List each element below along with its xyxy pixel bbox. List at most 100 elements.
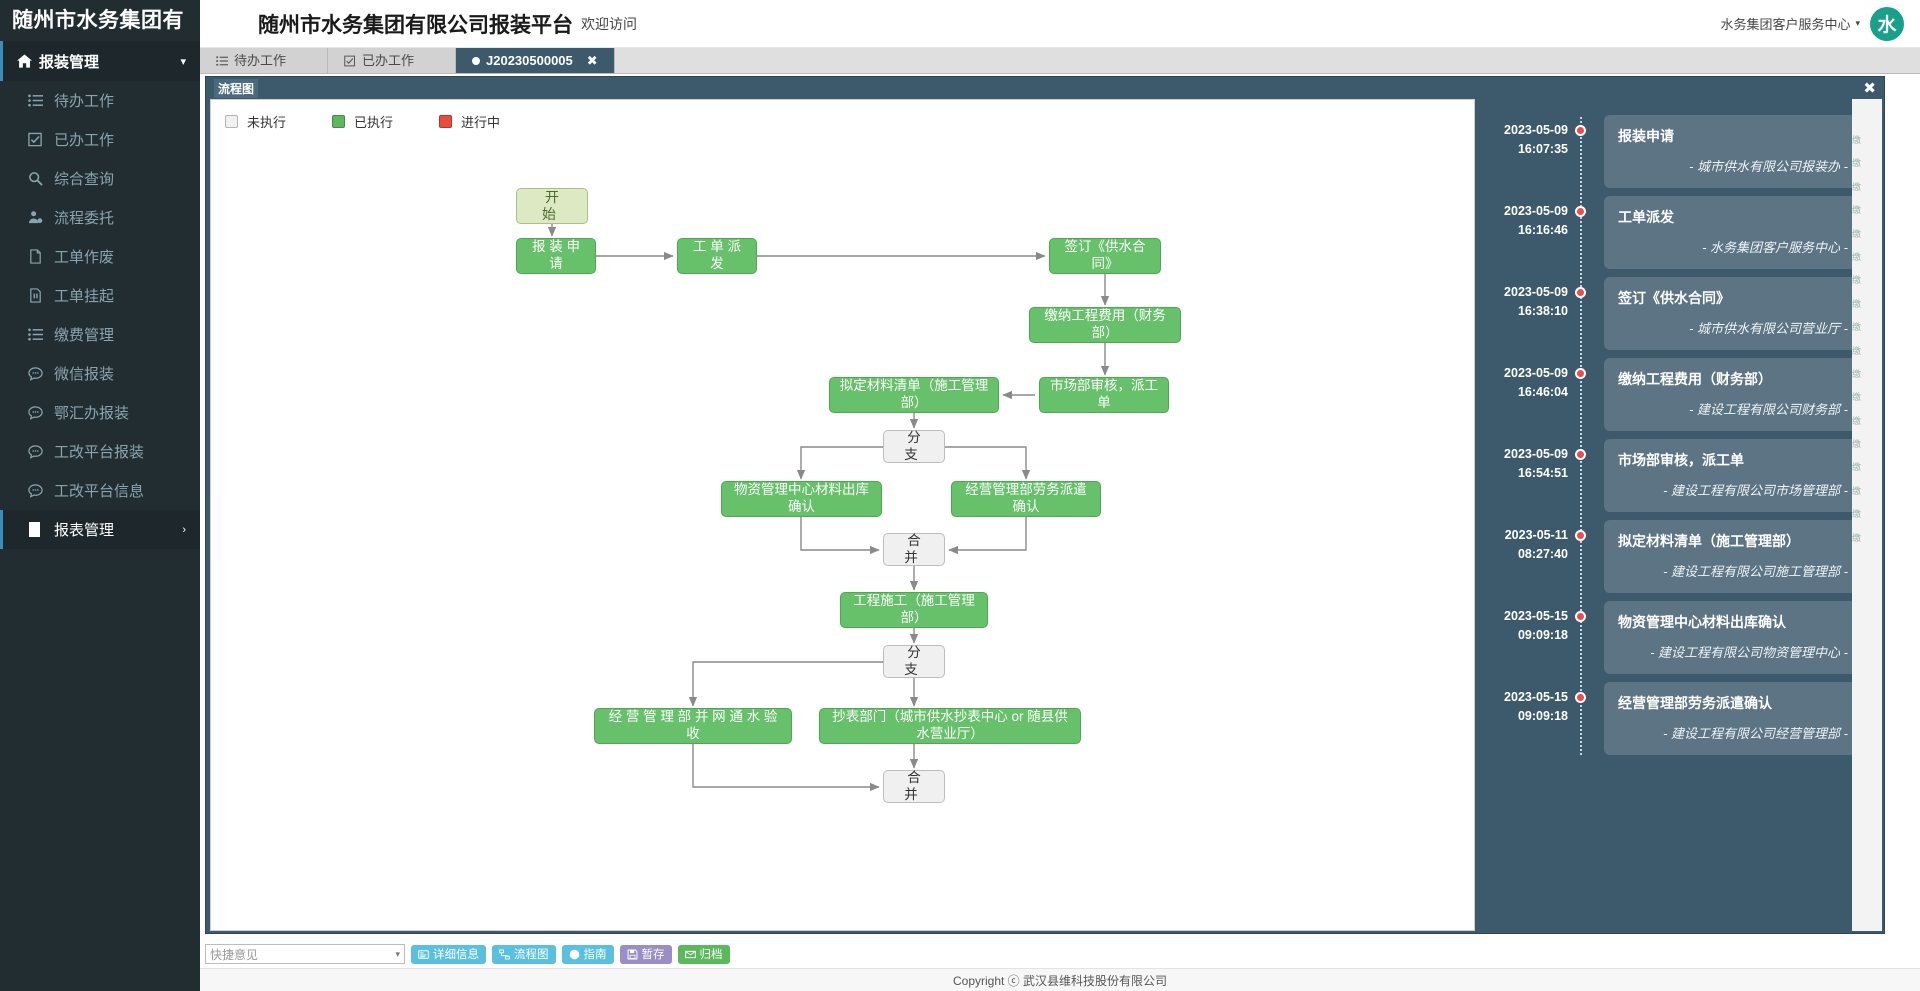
topbar: 随州市水务集团有限公司报装平台 欢迎访问 水务集团客户服务中心 ▾ 水 xyxy=(200,0,1920,48)
toolbar-buttons: 详细信息流程图 指南暂存 归档 xyxy=(405,944,730,964)
toolbar-button-4[interactable]: 暂存 xyxy=(619,944,672,964)
sidebar-item-5[interactable]: 工单作废 xyxy=(0,237,200,276)
timeline-card-org: - 水务集团客户服务中心 - xyxy=(1702,240,1848,255)
timeline-card-title: 工单派发 xyxy=(1618,209,1674,225)
timeline-card[interactable]: 报装申请- 城市供水有限公司报装办 - xyxy=(1604,115,1862,188)
flow-node-contract[interactable]: 签订《供水合同》 xyxy=(1049,238,1161,274)
close-icon[interactable]: ✖ xyxy=(586,53,598,68)
toolbar-button-label: 归档 xyxy=(699,949,723,961)
timeline-card[interactable]: 工单派发 - 水务集团客户服务中心 - xyxy=(1604,196,1862,269)
flow-node-labor[interactable]: 经营管理部劳务派遣确认 xyxy=(951,481,1101,517)
sidebar-item-label: 缴费管理 xyxy=(54,327,115,344)
ghost-line: 缴 xyxy=(1852,392,1862,403)
flow-node-label: 合 并 xyxy=(904,769,927,802)
toolbar-button-label: 指南 xyxy=(583,949,607,961)
flow-node-branch2[interactable]: 分 支 xyxy=(883,645,945,678)
flow-panel-header: 流程图 ✖ xyxy=(206,77,1884,99)
flow-node-matlist[interactable]: 拟定材料清单（施工管理部） xyxy=(829,377,999,413)
toolbar-button-2[interactable]: 流程图 xyxy=(492,944,556,964)
timeline-dot-icon xyxy=(1575,368,1586,379)
timeline-time: 09:09:18 xyxy=(1517,709,1568,724)
tab-3[interactable]: J20230500005 ✖ xyxy=(456,48,615,73)
avatar[interactable]: 水 xyxy=(1870,6,1904,41)
sidebar-item-4[interactable]: 流程委托 xyxy=(0,198,200,237)
flow-node-label: 开 始 xyxy=(542,188,565,223)
sidebar-item-label: 流程委托 xyxy=(54,210,115,227)
flow-node-build[interactable]: 工程施工（施工管理部） xyxy=(840,592,988,628)
timeline-time: 16:07:35 xyxy=(1517,142,1568,157)
sidebar-item-10[interactable]: 工改平台报装 xyxy=(0,432,200,471)
flow-node-meter[interactable]: 抄表部门（城市供水抄表中心 or 随县供水营业厅） xyxy=(819,708,1081,744)
flowchart-area: 未执行已执行进行中 xyxy=(210,99,1475,931)
flow-node-merge1[interactable]: 合 并 xyxy=(883,533,945,566)
sidebar-item-9[interactable]: 鄂汇办报装 xyxy=(0,393,200,432)
flow-icon xyxy=(499,949,510,960)
flow-node-apply[interactable]: 报 装 申 请 xyxy=(516,238,596,274)
sidebar-item-3[interactable]: 综合查询 xyxy=(0,159,200,198)
flow-node-start[interactable]: 开 始 xyxy=(516,188,588,224)
file-pause-icon xyxy=(28,288,54,303)
ghost-line: 缴 xyxy=(1852,275,1862,286)
toolbar-button-3[interactable]: 指南 xyxy=(561,944,614,964)
flow-node-label: 缴纳工程费用（财务部） xyxy=(1044,308,1166,340)
sidebar-item-label: 微信报装 xyxy=(54,366,115,383)
dot-icon xyxy=(472,56,480,65)
timeline-card[interactable]: 缴纳工程费用（财务部）- 建设工程有限公司财务部 - xyxy=(1604,358,1862,431)
ghost-line: 缴 xyxy=(1852,532,1862,543)
sidebar-item-label: 鄂汇办报装 xyxy=(54,405,130,422)
close-icon[interactable]: ✖ xyxy=(1863,80,1876,97)
timeline-card-title: 经营管理部劳务派遣确认 xyxy=(1618,695,1772,711)
brand-title: 随州市水务集团有 xyxy=(12,9,184,32)
flowchart-canvas: 开 始报 装 申 请 工 单 派 发 签订《供水合同》缴纳工程费用（财务部） 市场部审… xyxy=(211,100,1474,930)
flow-node-dispatch[interactable]: 工 单 派 发 xyxy=(677,238,757,274)
flow-panel-body: 未执行已执行进行中 xyxy=(210,99,1882,931)
flow-node-stock[interactable]: 物资管理中心材料出库确认 xyxy=(721,481,882,517)
sidebar-menu-header[interactable]: 报装管理 ▾ xyxy=(0,41,200,81)
home-icon xyxy=(17,54,39,68)
timeline-card[interactable]: 拟定材料清单（施工管理部）- 建设工程有限公司施工管理部 - xyxy=(1604,520,1862,593)
sidebar-item-reports[interactable]: 报表管理 › xyxy=(0,510,200,549)
sidebar-item-2[interactable]: 已办工作 xyxy=(0,120,200,159)
toolbar-button-5[interactable]: 归档 xyxy=(677,944,730,964)
flow-node-label: 报 装 申 请 xyxy=(531,239,580,271)
flow-node-label: 合 并 xyxy=(904,532,927,565)
timeline-date: 2023-05-11 xyxy=(1504,528,1568,542)
flow-node-fee[interactable]: 缴纳工程费用（财务部） xyxy=(1029,307,1181,343)
toolbar-button-1[interactable]: 详细信息 xyxy=(411,944,486,964)
flow-node-label: 经营管理部劳务派遣确认 xyxy=(965,482,1087,514)
quick-opinion-select[interactable]: 快捷意见 ▾ xyxy=(205,944,405,964)
flow-node-branch1[interactable]: 分 支 xyxy=(883,430,945,463)
flow-node-market[interactable]: 市场部审核，派工单 xyxy=(1039,377,1169,413)
chevron-down-icon[interactable]: ▾ xyxy=(1855,18,1860,28)
tab-label: J20230500005 xyxy=(486,53,573,68)
sidebar-item-6[interactable]: 工单挂起 xyxy=(0,276,200,315)
flow-node-merge2[interactable]: 合 并 xyxy=(883,770,945,803)
ghost-line: 缴 xyxy=(1852,228,1862,239)
tab-1[interactable]: 待办工作 xyxy=(200,48,328,73)
timeline-card[interactable]: 签订《供水合同》- 城市供水有限公司营业厅 - xyxy=(1604,277,1862,350)
timeline-card[interactable]: 物资管理中心材料出库确认- 建设工程有限公司物资管理中心 - xyxy=(1604,601,1862,674)
user-menu-label[interactable]: 水务集团客户服务中心 xyxy=(1720,17,1851,32)
sidebar-item-7[interactable]: 缴费管理 xyxy=(0,315,200,354)
flow-node-accept[interactable]: 经 营 管 理 部 并 网 通 水 验 收 xyxy=(594,708,792,744)
timeline-card[interactable]: 市场部审核，派工单- 建设工程有限公司市场管理部 - xyxy=(1604,439,1862,512)
background-ghost-column: 缴缴缴缴缴缴缴缴缴缴缴缴缴缴缴缴缴缴 xyxy=(1852,99,1882,931)
sidebar-item-1[interactable]: 待办工作 xyxy=(0,81,200,120)
timeline-card[interactable]: 经营管理部劳务派遣确认- 建设工程有限公司经营管理部 - xyxy=(1604,682,1862,755)
sidebar-item-11[interactable]: 工改平台信息 xyxy=(0,471,200,510)
tab-2[interactable]: 已办工作 xyxy=(328,48,456,73)
sidebar-item-8[interactable]: 微信报装 xyxy=(0,354,200,393)
tab-strip: 待办工作已办工作 J20230500005 ✖ xyxy=(200,48,1920,74)
